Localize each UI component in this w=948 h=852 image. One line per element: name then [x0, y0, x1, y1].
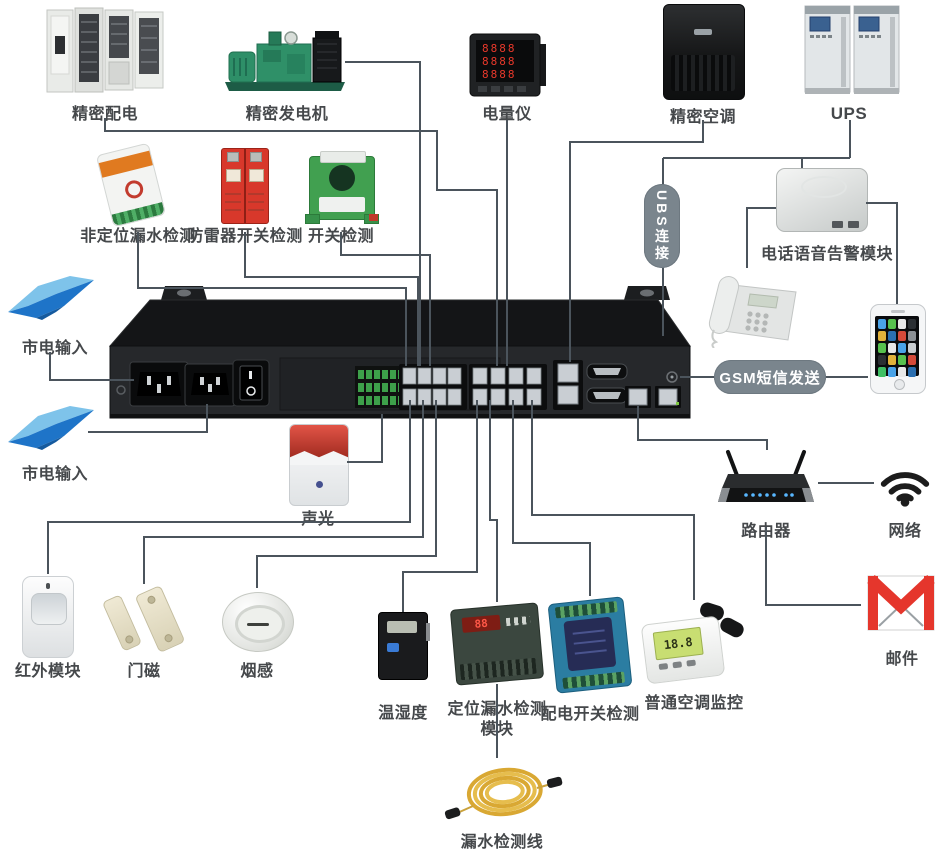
wire-dist-switch [512, 400, 591, 596]
leak-terminal [459, 657, 537, 681]
lightning-bolt-icon [8, 276, 94, 320]
wifi-icon [880, 472, 930, 507]
gmail-icon [867, 574, 935, 631]
sound-light-label: 声光 [301, 511, 335, 528]
rj45-bank-a [399, 364, 467, 410]
ac-socket-2 [184, 363, 236, 407]
ac-monitor-label: 普通空调监控 [644, 695, 744, 712]
mains-input-2-label: 市电输入 [21, 466, 89, 483]
generator-device [225, 31, 345, 91]
wire-pos-leak [489, 400, 498, 602]
leak-cable-label: 漏水检测线 [460, 834, 544, 851]
leak-display: 88 [461, 614, 501, 633]
precision-ac-label: 精密空调 [669, 109, 737, 126]
smoke-sensor-device [222, 592, 294, 652]
wire-door-magnet [143, 400, 424, 584]
pos-leak-label-line2: 模块 [480, 721, 514, 738]
mains-input-1-label: 市电输入 [21, 340, 89, 357]
power-distribution-label: 精密配电 [71, 106, 139, 123]
th-screen [387, 621, 417, 633]
ups-label: UPS [830, 104, 868, 123]
svg-text:8888: 8888 [482, 55, 517, 68]
mail-label: 邮件 [885, 651, 919, 668]
monitoring-host-device [108, 286, 691, 419]
temp-humidity-device [378, 612, 430, 680]
wire-pir [47, 400, 411, 574]
smoke-sensor-label: 烟感 [240, 663, 274, 680]
wire-temp-humidity [402, 400, 478, 612]
nonpos-leak-label: 非定位漏水检测 [80, 228, 196, 245]
iphone-screen [875, 316, 919, 377]
voice-alarm-label: 电话语音告警模块 [760, 246, 894, 263]
pos-leak-device: 88 [449, 602, 545, 686]
ac-grill [671, 55, 735, 91]
switch-detect-label: 开关检测 [307, 228, 375, 245]
lightning-bolt-icon [8, 406, 94, 450]
antenna-connector [666, 371, 678, 383]
terminal-block [355, 366, 405, 408]
module-panel [563, 616, 617, 672]
sound-light-device [289, 424, 349, 506]
door-magnet-device [100, 584, 188, 654]
switch-detect-device [305, 151, 379, 224]
arrester-label: 防雷器开关检测 [187, 228, 303, 245]
voice-alarm-device [776, 168, 868, 232]
pir-label: 红外模块 [14, 663, 82, 680]
ac-monitor-lcd: 18.8 [652, 626, 704, 661]
power-distribution-cabinets [46, 7, 164, 93]
module-logo [123, 178, 146, 201]
iphone-device [870, 304, 926, 394]
temp-humidity-label: 温湿度 [378, 705, 428, 722]
power-switch [232, 359, 270, 407]
dist-switch-label: 配电开关检测 [540, 706, 640, 723]
ac-badge [694, 29, 712, 35]
module-ridge [801, 176, 847, 198]
power-meter-device: 8888 8888 8888 [469, 33, 546, 97]
serial-port-rs232-2 [586, 387, 628, 404]
svg-text:8888: 8888 [482, 42, 517, 55]
telephone-device [708, 276, 797, 348]
ac-socket-1 [129, 361, 189, 407]
pir-lens [31, 593, 67, 625]
door-magnet-label: 门磁 [127, 663, 161, 680]
precision-ac-device [663, 4, 745, 100]
ups-device [804, 5, 900, 94]
serial-port-rs232-1 [586, 363, 628, 380]
router-label: 路由器 [741, 523, 791, 540]
ct-hole [329, 165, 355, 191]
dist-switch-device [547, 596, 633, 694]
generator-label: 精密发电机 [245, 106, 329, 123]
svg-text:8888: 8888 [482, 68, 517, 81]
router-device [718, 450, 814, 502]
leak-cable-device [444, 767, 563, 820]
arrester-device [221, 148, 269, 224]
ubs-link-pill: UBS连接 [644, 184, 680, 268]
wire-ac-monitor [531, 400, 695, 600]
ac-monitor-device: 18.8 [640, 600, 747, 688]
pir-device [22, 576, 74, 658]
nonpos-leak-device [95, 142, 167, 228]
phone-jacks [553, 360, 583, 410]
network-label: 网络 [888, 523, 922, 540]
power-meter-label: 电量仪 [482, 106, 532, 123]
module-orange-band [98, 150, 153, 178]
gsm-sms-pill: GSM短信发送 [714, 360, 826, 394]
rj45-bank-b [469, 364, 547, 410]
